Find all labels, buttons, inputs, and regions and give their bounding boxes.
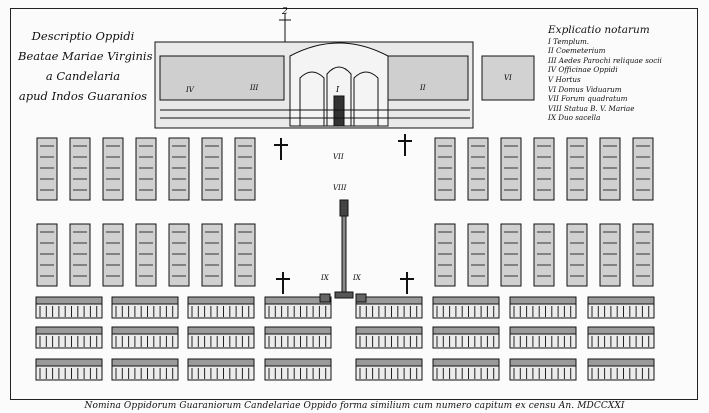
- label-VI: VI: [504, 74, 512, 82]
- label-IX-left: IX: [320, 274, 330, 282]
- legend-item: VI Domus Viduarum: [548, 84, 622, 94]
- chapel-right: [355, 293, 367, 303]
- cross-marker: [398, 134, 412, 156]
- house-block-vertical: [566, 223, 588, 287]
- label-IV: IV: [185, 86, 195, 94]
- house-block-vertical: [135, 223, 157, 287]
- house-block-horizontal: [355, 326, 423, 349]
- house-block-vertical: [533, 137, 555, 201]
- house-block-horizontal: [187, 296, 255, 319]
- legend-item: V Hortus: [548, 74, 581, 84]
- house-block-horizontal: [355, 358, 423, 381]
- house-block-vertical: [434, 223, 456, 287]
- house-block-horizontal: [587, 326, 655, 349]
- legend-item: IV Officinae Oppidi: [548, 65, 618, 75]
- house-block-horizontal: [264, 358, 332, 381]
- bottom-caption: Nomina Oppidorum Guaraniorum Candelariae…: [84, 401, 625, 411]
- house-block-vertical: [467, 137, 489, 201]
- map-title: Descriptio Oppidi Beatae Mariae Virginis…: [18, 26, 153, 106]
- label-VIII: VIII: [333, 184, 347, 192]
- house-block-vertical: [36, 223, 58, 287]
- legend-item: II Coemeterium: [548, 46, 606, 56]
- house-block-vertical: [234, 137, 256, 201]
- house-block-vertical: [467, 223, 489, 287]
- legend-heading: Explicatio notarum: [548, 24, 650, 36]
- cross-marker: [276, 272, 290, 294]
- label-I: I: [335, 85, 340, 94]
- label-II: II: [419, 84, 426, 92]
- house-block-horizontal: [111, 358, 179, 381]
- house-block-horizontal: [111, 296, 179, 319]
- house-block-vertical: [500, 137, 522, 201]
- house-block-vertical: [599, 137, 621, 201]
- house-block-vertical: [201, 223, 223, 287]
- legend-item: I Templum.: [548, 36, 590, 46]
- house-block-vertical: [168, 137, 190, 201]
- house-block-vertical: [36, 137, 58, 201]
- house-block-horizontal: [264, 326, 332, 349]
- title-line: Beatae Mariae Virginis: [18, 49, 153, 63]
- house-block-vertical: [533, 223, 555, 287]
- house-block-vertical: [201, 137, 223, 201]
- house-block-horizontal: [187, 358, 255, 381]
- label-2: 2: [281, 7, 288, 17]
- house-block-horizontal: [587, 296, 655, 319]
- legend-item: IX Duo sacella: [548, 113, 601, 123]
- legend-item: III Aedes Parochi reliquae socii: [548, 55, 662, 65]
- cross-marker: [400, 272, 414, 294]
- house-block-horizontal: [587, 358, 655, 381]
- map-frame: [10, 8, 698, 400]
- title-line: a Candelaria: [45, 69, 121, 83]
- house-block-horizontal: [111, 326, 179, 349]
- chapel-left: [319, 293, 331, 303]
- house-block-vertical: [632, 137, 654, 201]
- house-block-vertical: [135, 137, 157, 201]
- label-IX-right: IX: [352, 274, 362, 282]
- house-block-vertical: [434, 137, 456, 201]
- legend-panel: Explicatio notarum I Templum. II Coemete…: [548, 24, 698, 123]
- house-block-horizontal: [432, 326, 500, 349]
- house-block-horizontal: [432, 296, 500, 319]
- house-block-vertical: [102, 223, 124, 287]
- house-block-horizontal: [264, 296, 332, 319]
- title-line: Descriptio Oppidi: [31, 29, 135, 43]
- church-complex: [154, 14, 535, 129]
- legend-item: VII Forum quadratum: [548, 94, 628, 104]
- house-block-vertical: [566, 137, 588, 201]
- house-block-horizontal: [35, 326, 103, 349]
- house-block-horizontal: [432, 358, 500, 381]
- house-block-vertical: [168, 223, 190, 287]
- house-block-vertical: [69, 137, 91, 201]
- house-block-vertical: [500, 223, 522, 287]
- house-block-vertical: [102, 137, 124, 201]
- title-line: apud Indos Guaranios: [18, 89, 148, 103]
- house-block-horizontal: [35, 296, 103, 319]
- statue-column: [334, 199, 354, 299]
- house-block-horizontal: [355, 296, 423, 319]
- cross-marker: [274, 138, 288, 160]
- label-VII: VII: [333, 153, 344, 161]
- house-block-horizontal: [187, 326, 255, 349]
- house-block-vertical: [599, 223, 621, 287]
- house-block-vertical: [69, 223, 91, 287]
- house-block-horizontal: [35, 358, 103, 381]
- house-block-horizontal: [509, 326, 577, 349]
- house-block-vertical: [234, 223, 256, 287]
- house-block-vertical: [632, 223, 654, 287]
- label-III: III: [249, 84, 259, 92]
- house-block-horizontal: [509, 358, 577, 381]
- house-block-horizontal: [509, 296, 577, 319]
- legend-item: VIII Statua B. V. Mariae: [548, 103, 635, 113]
